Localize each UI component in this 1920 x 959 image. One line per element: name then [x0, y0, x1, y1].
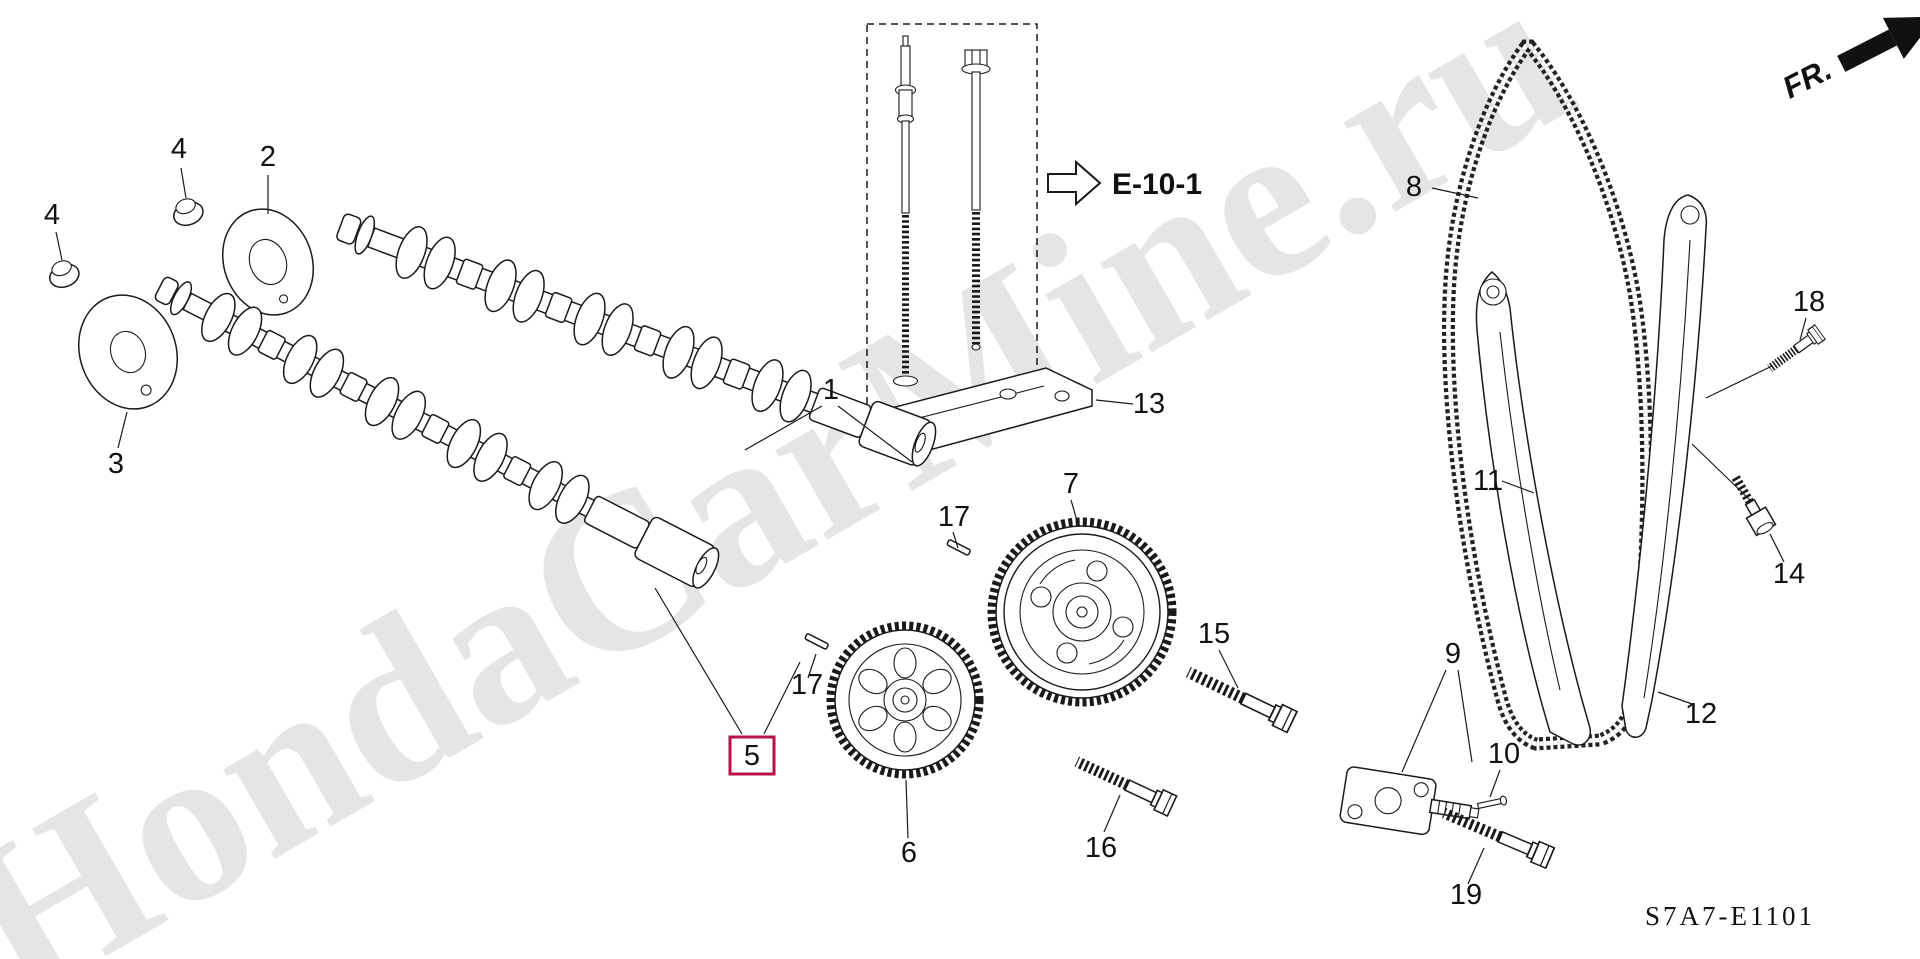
part-17-pin-lower-drawing — [804, 633, 829, 650]
callout-4-left[interactable]: 4 — [44, 199, 60, 231]
fr-arrow-icon — [1882, 16, 1920, 59]
callout-19[interactable]: 19 — [1450, 879, 1482, 911]
callout-8[interactable]: 8 — [1406, 171, 1422, 203]
part-11-chain-guide-drawing — [1475, 271, 1592, 746]
callout-17-upper[interactable]: 17 — [938, 501, 970, 533]
callout-2[interactable]: 2 — [260, 141, 276, 173]
part-4-cap-left-drawing — [49, 260, 80, 289]
part-6-sprocket-drawing — [826, 621, 984, 779]
part-10-pin-drawing — [1476, 795, 1508, 810]
part-1-camshaft-drawing — [336, 213, 937, 467]
part-8-timing-chain-drawing — [1441, 39, 1654, 751]
part-12-chain-guide-drawing — [1621, 194, 1708, 738]
callout-3[interactable]: 3 — [108, 448, 124, 480]
callout-1[interactable]: 1 — [823, 374, 839, 406]
part-5-camshaft-drawing — [154, 276, 720, 589]
part-14-bolt-drawing — [1731, 474, 1777, 537]
leader-lines — [55, 167, 1807, 885]
callout-7[interactable]: 7 — [1063, 468, 1079, 500]
part-9-tensioner-drawing — [1339, 766, 1480, 836]
fr-direction-group: FR. — [1777, 16, 1920, 106]
callout-10[interactable]: 10 — [1488, 738, 1520, 770]
part-4-cap-top-drawing — [173, 198, 204, 227]
part-17-pin-upper-drawing — [946, 539, 971, 556]
diagram-code: S7A7-E1101 — [1645, 901, 1815, 931]
part-2-plate-drawing — [221, 208, 315, 316]
callout-15[interactable]: 15 — [1198, 618, 1230, 650]
reference-e10-1[interactable]: E-10-1 — [1047, 159, 1202, 207]
fr-arrow-shaft — [1837, 29, 1898, 72]
reference-label[interactable]: E-10-1 — [1112, 168, 1202, 201]
callout-17-lower[interactable]: 17 — [791, 669, 823, 701]
fr-label: FR. — [1777, 52, 1837, 106]
stud-bolt-left-drawing — [892, 35, 919, 387]
part-7-vtc-gear-drawing — [987, 517, 1177, 707]
part-18-bolt-drawing — [1765, 325, 1826, 376]
callout-12[interactable]: 12 — [1685, 698, 1717, 730]
part-16-bolt-drawing — [1072, 752, 1176, 816]
callout-18[interactable]: 18 — [1793, 286, 1825, 318]
callout-11[interactable]: 11 — [1473, 465, 1503, 497]
part-3-plate-drawing — [77, 294, 179, 410]
callout-6[interactable]: 6 — [901, 837, 917, 869]
callout-9[interactable]: 9 — [1445, 638, 1461, 670]
stud-bolt-right-drawing — [961, 49, 991, 351]
callout-13[interactable]: 13 — [1133, 388, 1165, 420]
callout-16[interactable]: 16 — [1085, 832, 1117, 864]
highlight-box-part-5 — [728, 735, 776, 776]
part-19-bolt-drawing — [1440, 803, 1554, 868]
callout-4-top[interactable]: 4 — [171, 133, 187, 165]
callout-labels: 4 4 2 3 1 17 17 5 6 7 13 15 16 8 9 10 11… — [44, 133, 1825, 911]
callout-5-highlighted[interactable]: 5 — [744, 740, 760, 772]
callout-14[interactable]: 14 — [1773, 558, 1805, 590]
part-15-bolt-drawing — [1183, 662, 1297, 733]
reference-arrow-icon — [1047, 159, 1102, 207]
dashed-reference-box — [866, 23, 1038, 417]
